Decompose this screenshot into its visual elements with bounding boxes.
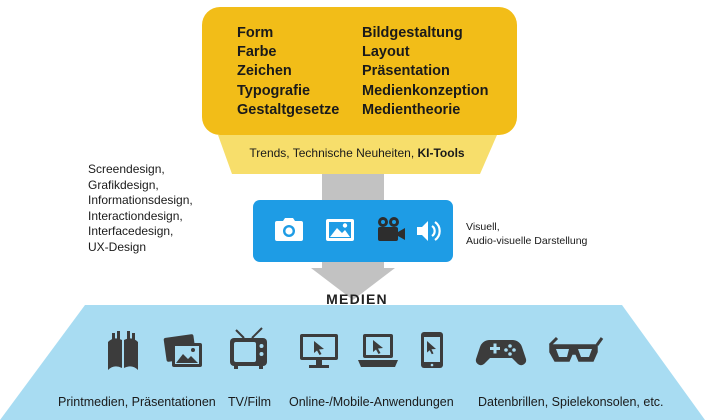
presentation-description: Visuell, Audio-visuelle Darstellung xyxy=(466,220,587,248)
basics-item: Typografie xyxy=(237,82,311,99)
discipline-item: Interactiondesign, xyxy=(88,208,183,223)
trends-band-text: Trends, Technische Neuheiten, KI-Tools xyxy=(222,146,492,160)
camera-icon xyxy=(275,218,303,241)
basics-item: Zeichen xyxy=(237,63,292,80)
monitor-icon xyxy=(300,334,338,368)
category-online: Online-/Mobile-Anwendungen xyxy=(289,395,454,409)
funnel-stem xyxy=(322,174,384,202)
description-line: Audio-visuelle Darstellung xyxy=(466,235,588,247)
speaker-icon xyxy=(417,221,441,241)
medien-label: MEDIEN xyxy=(326,291,388,307)
tablet-icon xyxy=(421,332,443,368)
design-disciplines-list: Screendesign, Grafikdesign, Informations… xyxy=(88,162,193,255)
presentation-types-box xyxy=(253,200,453,262)
discipline-item: Grafikdesign, xyxy=(88,177,159,192)
category-tv: TV/Film xyxy=(228,395,272,409)
discipline-item: UX-Design xyxy=(88,239,147,254)
basics-item: Medienkonzeption xyxy=(362,82,489,99)
basics-item: Layout xyxy=(362,44,410,61)
books-icon xyxy=(108,331,138,370)
category-devices: Datenbrillen, Spielekonsolen, etc. xyxy=(478,395,664,409)
trends-band xyxy=(218,135,497,174)
laptop-icon xyxy=(358,334,398,367)
basics-item: Form xyxy=(237,25,274,41)
basics-left-column: Form Farbe Zeichen Typografie Gestaltges… xyxy=(237,24,339,120)
3d-glasses-icon xyxy=(548,336,604,362)
image-icon xyxy=(326,219,354,241)
discipline-item: Informationsdesign, xyxy=(88,193,193,207)
discipline-item: Interfacedesign, xyxy=(88,224,174,238)
media-platform xyxy=(0,305,705,420)
ki-tools-text: KI-Tools xyxy=(417,146,465,160)
category-print: Printmedien, Präsentationen xyxy=(58,395,216,409)
basics-item: Präsentation xyxy=(362,63,450,80)
gamepad-icon xyxy=(475,340,527,366)
basics-right-column: Bildgestaltung Layout Präsentation Medie… xyxy=(362,24,488,120)
tv-icon xyxy=(230,327,267,369)
trends-text: Trends, Technische Neuheiten, xyxy=(249,146,418,160)
funnel-arrow xyxy=(311,262,395,300)
design-basics-box: Form Farbe Zeichen Typografie Gestaltges… xyxy=(202,7,517,135)
video-camera-icon xyxy=(378,217,405,241)
description-line: Visuell, xyxy=(466,221,500,233)
basics-item: Bildgestaltung xyxy=(362,25,463,41)
basics-item: Gestaltgesetze xyxy=(237,101,340,118)
photos-icon xyxy=(163,334,202,367)
basics-item: Medientheorie xyxy=(362,101,461,118)
discipline-item: Screendesign, xyxy=(88,162,165,176)
basics-item: Farbe xyxy=(237,44,277,61)
